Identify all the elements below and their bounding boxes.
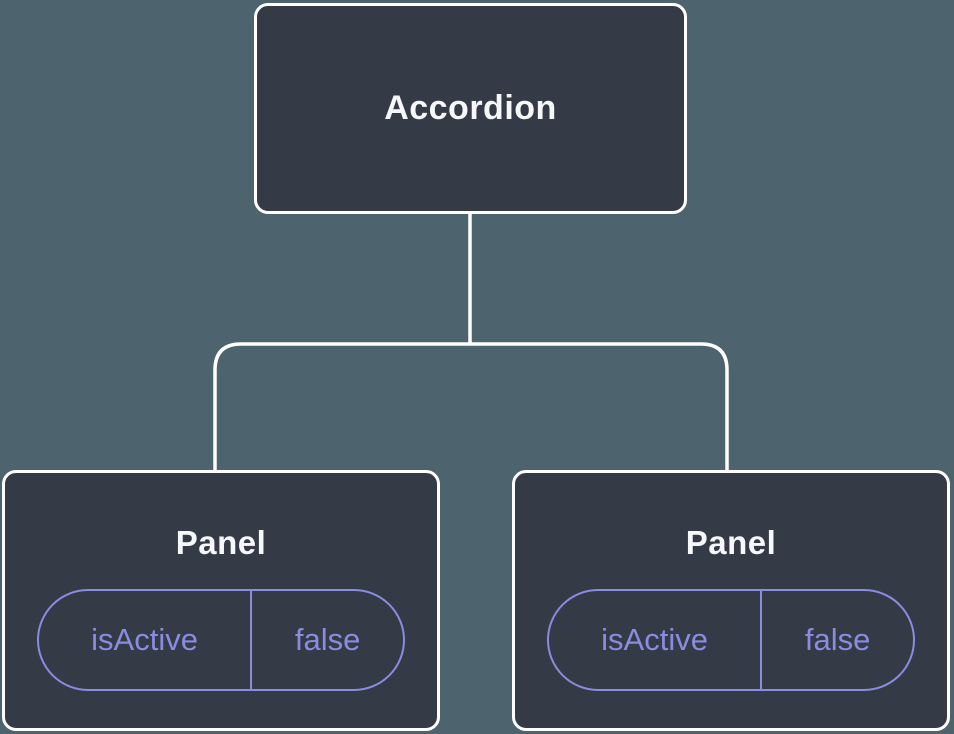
state-key: isActive bbox=[39, 591, 253, 689]
node-accordion-label: Accordion bbox=[384, 89, 557, 127]
node-panel-1: Panel isActive false bbox=[2, 470, 440, 731]
state-value: false bbox=[294, 622, 361, 657]
node-panel-2-label: Panel bbox=[685, 524, 777, 561]
node-panel-1-label: Panel bbox=[175, 524, 267, 561]
state-value: false bbox=[804, 622, 871, 657]
node-panel-2: Panel isActive false bbox=[512, 470, 950, 731]
state-pill: isActive false bbox=[547, 589, 915, 691]
state-key: isActive bbox=[549, 591, 763, 689]
connector-branch-bracket bbox=[213, 342, 729, 471]
node-accordion: Accordion bbox=[254, 3, 687, 214]
state-pill: isActive false bbox=[37, 589, 405, 691]
